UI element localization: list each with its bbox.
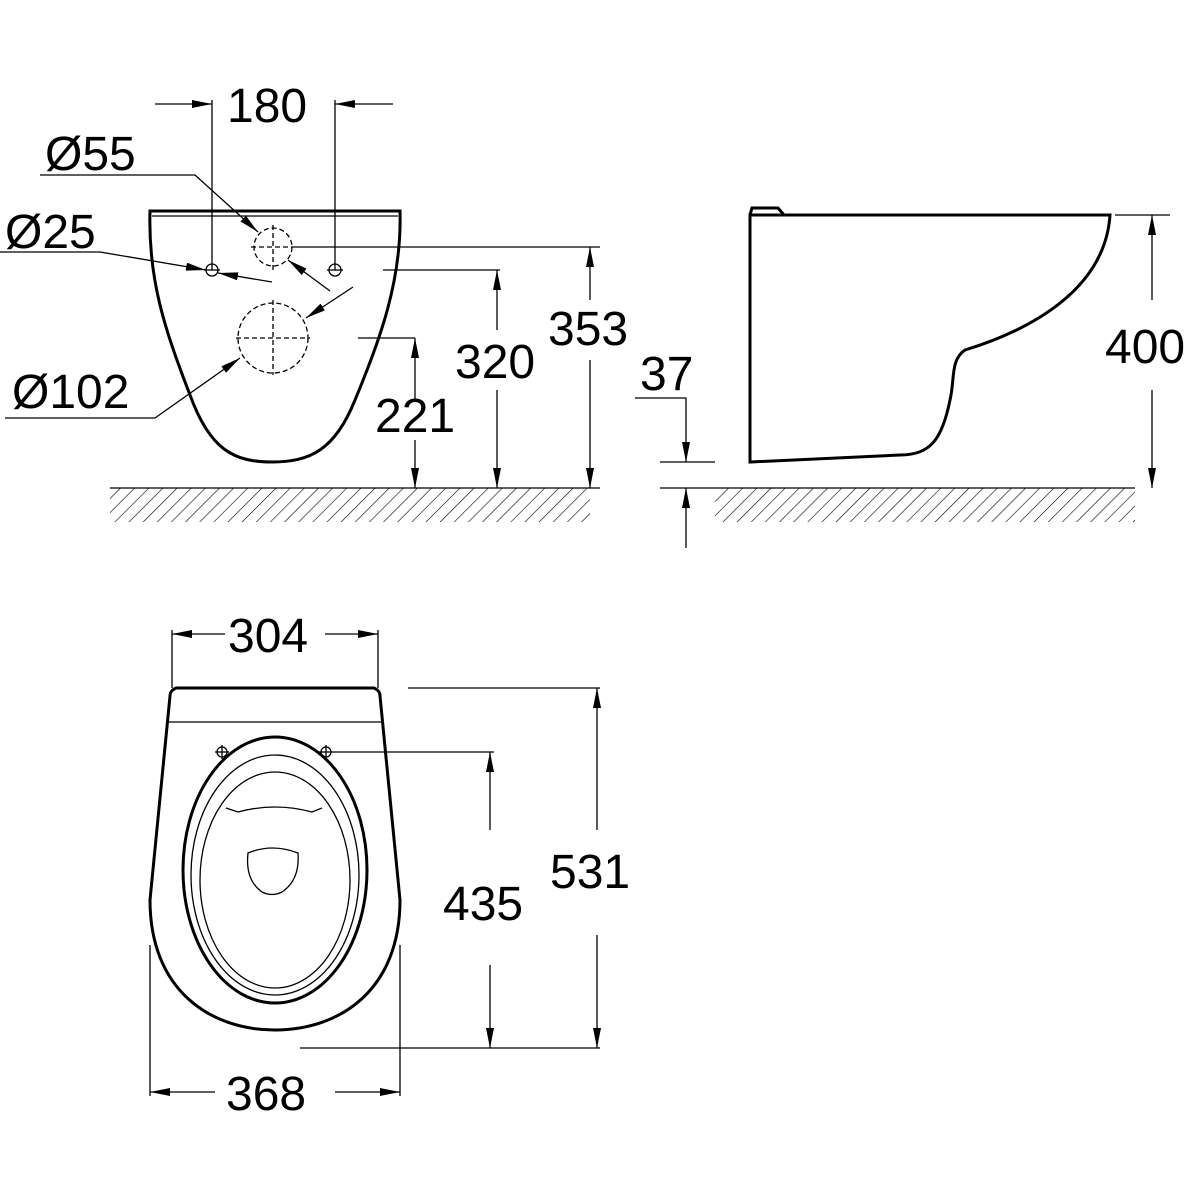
top-outline: [148, 686, 402, 1032]
dia-102-label: Ø102: [12, 366, 129, 419]
floor-front: [110, 487, 600, 522]
dim-353: 353: [548, 303, 628, 356]
side-outline: [748, 213, 1112, 464]
seat-hole-left: [215, 745, 229, 759]
drain-opening: [246, 847, 299, 896]
dia-55-label: Ø55: [45, 128, 136, 181]
side-view: 400 37: [635, 206, 1185, 548]
inlet-hole: [251, 225, 295, 270]
dim-368: 368: [226, 1068, 306, 1121]
floor-side: [715, 487, 1135, 522]
dim-304: 304: [228, 610, 308, 663]
dim-435: 435: [443, 878, 523, 931]
outlet-hole: [236, 300, 310, 375]
seat-cap: [748, 206, 786, 216]
dim-37: 37: [640, 348, 693, 401]
dim-221: 221: [375, 390, 455, 443]
dim-400: 400: [1105, 321, 1185, 374]
front-view: 180 Ø55 Ø25 Ø102 221 320 353: [0, 80, 628, 522]
front-outline: [148, 209, 402, 464]
seat-hinge: [225, 806, 323, 813]
dim-320: 320: [455, 336, 535, 389]
seat-hole-right: [319, 745, 333, 759]
dim-531: 531: [550, 846, 630, 899]
dim-180: 180: [227, 80, 307, 133]
top-view: 304 368 435 531: [148, 610, 630, 1121]
dia-25-label: Ø25: [5, 206, 96, 259]
bowl-rim: [181, 735, 369, 1005]
